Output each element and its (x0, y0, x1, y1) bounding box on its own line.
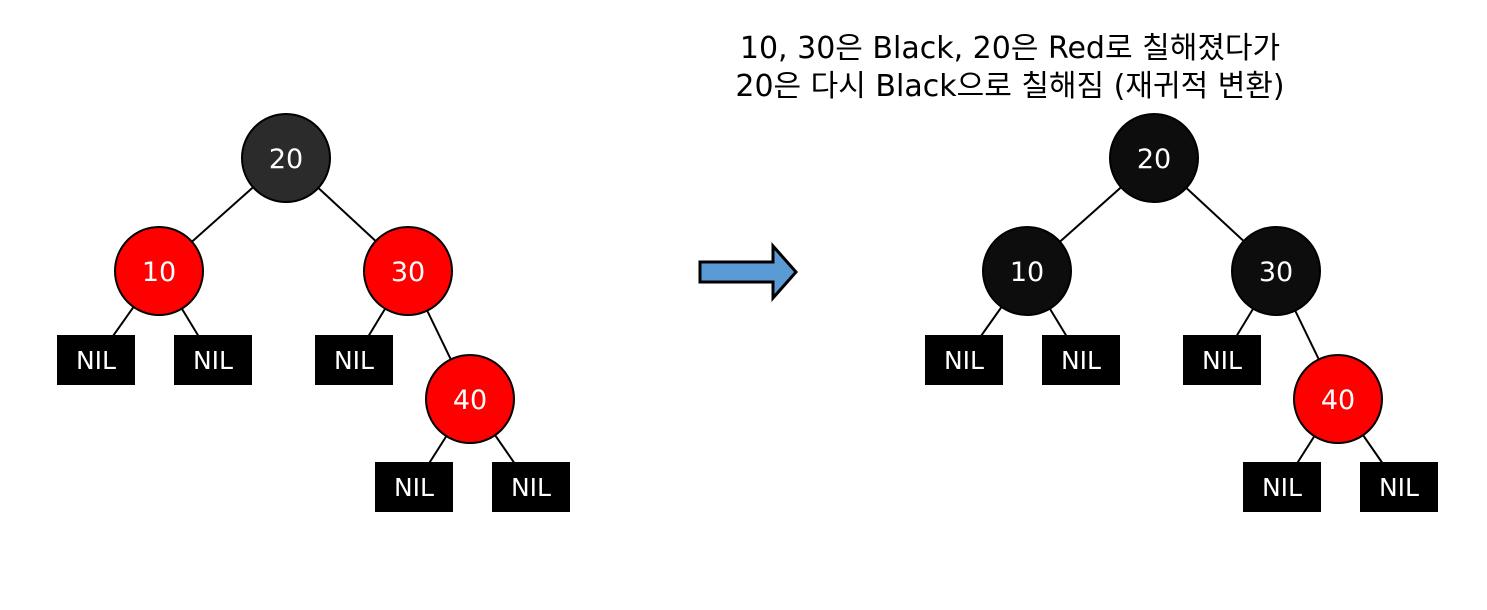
tree-node-label: 20 (269, 144, 303, 175)
tree-node-30-red (363, 226, 453, 316)
nil-leaf-label: NIL (944, 346, 984, 375)
transformation-caption: 10, 30은 Black, 20은 Red로 칠해졌다가 20은 다시 Bla… (700, 30, 1320, 106)
tree-node-label: 40 (1321, 385, 1355, 416)
nil-leaf-box (1042, 335, 1120, 385)
tree-node-10-black (982, 226, 1072, 316)
tree-before: NIL NIL NIL NIL NIL 20 10 30 40 (57, 113, 570, 512)
caption-line-2: 20은 다시 Black으로 칠해짐 (재귀적 변환) (735, 69, 1285, 104)
nil-leaf-box (492, 462, 570, 512)
tree-node-label: 40 (453, 385, 487, 416)
tree-node-40-red (1293, 354, 1383, 444)
tree-node-40-red (425, 354, 515, 444)
nil-leaf-label: NIL (334, 346, 374, 375)
nil-leaf-label: NIL (1202, 346, 1242, 375)
caption-line-1: 10, 30은 Black, 20은 Red로 칠해졌다가 (739, 31, 1281, 66)
tree-node-30-black (1231, 226, 1321, 316)
nil-leaf-label: NIL (511, 473, 551, 502)
nil-leaf-label: NIL (1061, 346, 1101, 375)
nil-leaf-box (1183, 335, 1261, 385)
tree-node-label: 10 (1010, 257, 1044, 288)
nil-leaf-box (375, 462, 453, 512)
tree-node-label: 20 (1137, 144, 1171, 175)
transform-arrow-icon (698, 242, 799, 302)
tree-node-20-black (241, 113, 331, 203)
tree-node-label: 30 (1259, 257, 1293, 288)
nil-leaf-box (925, 335, 1003, 385)
tree-node-10-red (114, 226, 204, 316)
tree-node-20-black (1109, 113, 1199, 203)
nil-leaf-box (1360, 462, 1438, 512)
nil-leaf-label: NIL (193, 346, 233, 375)
tree-node-label: 30 (391, 257, 425, 288)
nil-leaf-box (315, 335, 393, 385)
nil-leaf-box (57, 335, 135, 385)
nil-leaf-label: NIL (76, 346, 116, 375)
nil-leaf-box (174, 335, 252, 385)
tree-after: NIL NIL NIL NIL NIL 20 10 30 40 (925, 113, 1438, 512)
tree-node-label: 10 (142, 257, 176, 288)
nil-leaf-label: NIL (1262, 473, 1302, 502)
nil-leaf-label: NIL (394, 473, 434, 502)
nil-leaf-box (1243, 462, 1321, 512)
nil-leaf-label: NIL (1379, 473, 1419, 502)
